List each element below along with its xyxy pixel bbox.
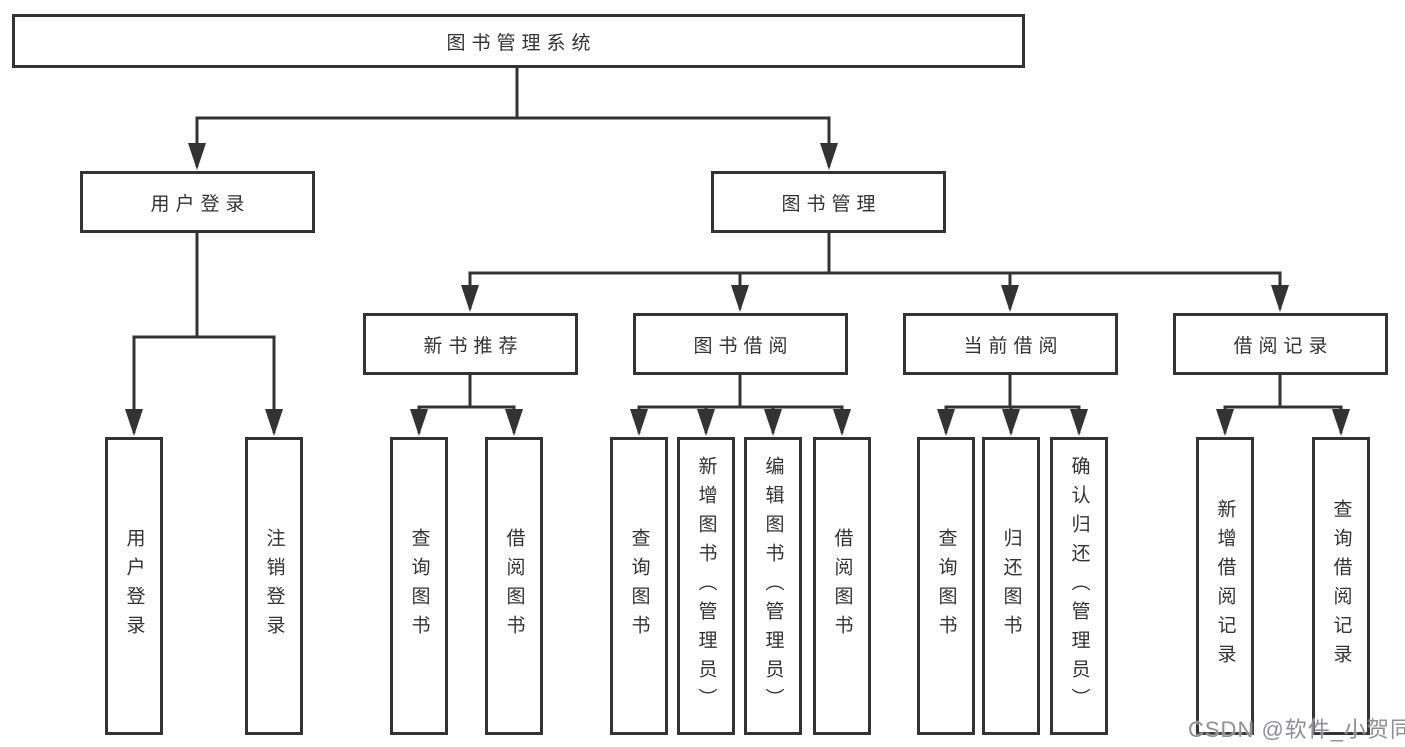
node-new-book-recommend: 新书推荐 — [363, 313, 578, 375]
leaf-current-return-books-label: 归还图书 — [1000, 528, 1022, 644]
leaf-current-query-books: 查询图书 — [917, 437, 975, 735]
node-current-borrow: 当前借阅 — [903, 313, 1118, 375]
leaf-user-login: 用户登录 — [105, 437, 163, 735]
leaf-record-add-borrow-record-label: 新增借阅记录 — [1214, 499, 1236, 673]
leaf-current-return-books: 归还图书 — [982, 437, 1040, 735]
leaf-borrow-add-books-admin-label: 新增图书（管理员） — [695, 455, 717, 717]
node-user-login-label: 用户登录 — [150, 193, 251, 215]
node-user-login: 用户登录 — [80, 171, 315, 233]
node-current-borrow-label: 当前借阅 — [963, 335, 1064, 357]
leaf-borrow-edit-books-admin: 编辑图书（管理员） — [744, 437, 802, 735]
leaf-recommend-query-books: 查询图书 — [390, 437, 448, 735]
leaf-logout: 注销登录 — [245, 437, 303, 735]
leaf-borrow-borrow-books-label: 借阅图书 — [831, 528, 853, 644]
node-book-management: 图书管理 — [711, 171, 946, 233]
leaf-current-query-books-label: 查询图书 — [935, 528, 957, 644]
node-borrow-record-label: 借阅记录 — [1233, 335, 1334, 357]
node-book-borrow: 图书借阅 — [633, 313, 848, 375]
node-root: 图书管理系统 — [12, 14, 1025, 68]
leaf-recommend-borrow-books-label: 借阅图书 — [503, 528, 525, 644]
node-root-label: 图书管理系统 — [446, 32, 597, 54]
leaf-current-confirm-return-admin-label: 确认归还（管理员） — [1068, 455, 1090, 717]
leaf-record-add-borrow-record: 新增借阅记录 — [1196, 437, 1254, 735]
leaf-record-query-borrow-record: 查询借阅记录 — [1312, 437, 1370, 735]
leaf-borrow-add-books-admin: 新增图书（管理员） — [677, 437, 735, 735]
csdn-watermark: CSDN @软件_小贺同学 — [1188, 717, 1405, 742]
leaf-current-confirm-return-admin: 确认归还（管理员） — [1050, 437, 1108, 735]
leaf-user-login-label: 用户登录 — [123, 528, 145, 644]
leaf-recommend-borrow-books: 借阅图书 — [485, 437, 543, 735]
leaf-record-query-borrow-record-label: 查询借阅记录 — [1330, 499, 1352, 673]
node-new-book-recommend-label: 新书推荐 — [423, 335, 524, 357]
leaf-logout-label: 注销登录 — [263, 528, 285, 644]
leaf-borrow-borrow-books: 借阅图书 — [813, 437, 871, 735]
node-book-borrow-label: 图书借阅 — [693, 335, 794, 357]
leaf-recommend-query-books-label: 查询图书 — [408, 528, 430, 644]
node-borrow-record: 借阅记录 — [1173, 313, 1388, 375]
node-book-management-label: 图书管理 — [781, 193, 882, 215]
leaf-borrow-query-books-label: 查询图书 — [628, 528, 650, 644]
leaf-borrow-query-books: 查询图书 — [610, 437, 668, 735]
leaf-borrow-edit-books-admin-label: 编辑图书（管理员） — [762, 455, 784, 717]
